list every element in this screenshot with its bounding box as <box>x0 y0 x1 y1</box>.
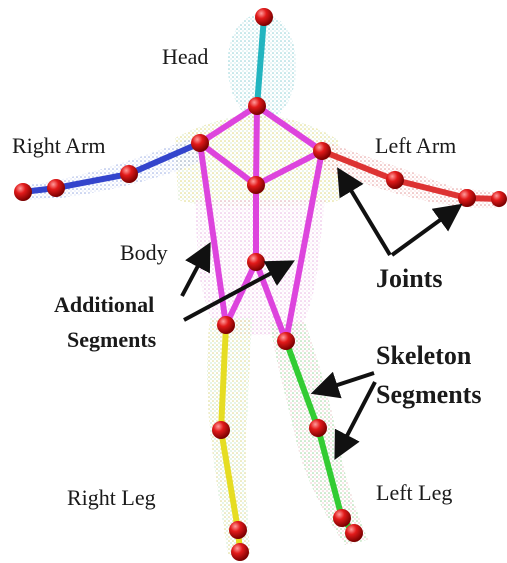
joint-left-knee <box>309 419 327 437</box>
joint-left-foot <box>345 524 363 542</box>
joint-right-ankle <box>229 521 247 539</box>
joint-head-top <box>255 8 273 26</box>
skeleton-arrow-upper <box>316 373 374 392</box>
body-segment-neck <box>256 106 257 185</box>
label-skeleton-line2: Segments <box>376 380 481 409</box>
label-additional-line2: Segments <box>67 327 157 352</box>
joint-left-wrist <box>458 189 476 207</box>
label-left-leg: Left Leg <box>376 480 452 505</box>
label-head: Head <box>162 44 208 69</box>
joint-right-elbow <box>120 165 138 183</box>
joint-pelvis <box>247 253 265 271</box>
label-skeleton-line1: Skeleton <box>376 341 472 370</box>
joint-right-foot <box>231 543 249 561</box>
joint-right-hand <box>14 183 32 201</box>
joints-arrow-wrist <box>392 207 458 255</box>
joint-right-hip <box>217 316 235 334</box>
joint-neck <box>248 97 266 115</box>
joint-left-hand <box>491 191 507 207</box>
label-right-leg: Right Leg <box>67 485 156 510</box>
label-joints: Joints <box>376 264 442 293</box>
label-right-arm: Right Arm <box>12 133 106 158</box>
label-left-arm: Left Arm <box>375 133 456 158</box>
right-leg-cloud <box>207 318 252 555</box>
joint-right-wrist <box>47 179 65 197</box>
joint-left-ankle <box>333 509 351 527</box>
joint-chest <box>247 176 265 194</box>
joint-left-hip <box>277 332 295 350</box>
joint-right-knee <box>212 421 230 439</box>
label-additional-line1: Additional <box>54 292 154 317</box>
skeleton-arrow-lower <box>337 382 375 455</box>
joint-right-shoulder <box>191 134 209 152</box>
joint-left-elbow <box>386 171 404 189</box>
label-body: Body <box>120 240 168 265</box>
joint-left-shoulder <box>313 142 331 160</box>
